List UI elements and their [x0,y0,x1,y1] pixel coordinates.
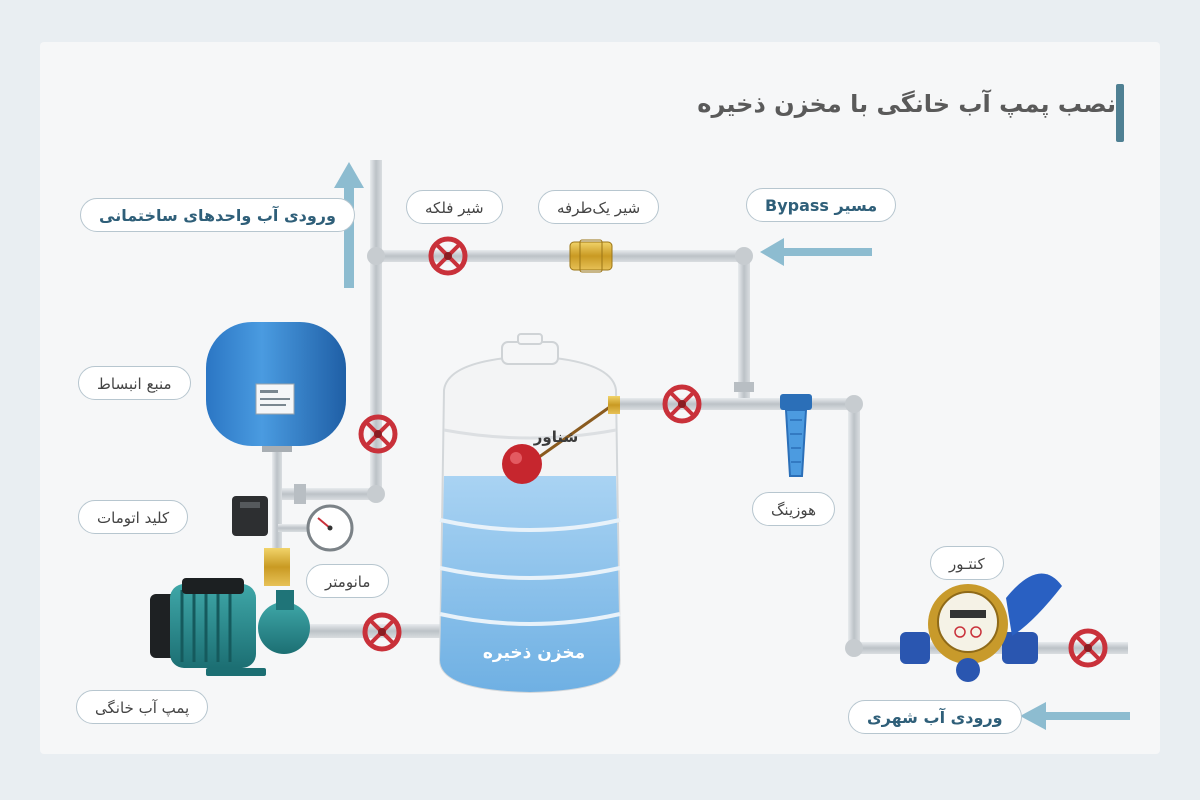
meter-label: کنتـور [930,546,1004,580]
bypass-label: مسیر Bypass [746,188,897,222]
water-meter-icon [900,573,1062,682]
globe-valve-label: شیر فلکه [406,190,503,224]
arrow-left-bypass [760,238,872,266]
housing-filter-icon [780,394,812,477]
pump-fitting [264,548,290,586]
float-icon [502,396,620,484]
home-pump-icon [150,578,310,676]
page-title: نصب پمپ آب خانگی با مخزن ذخیره [697,90,1116,118]
building-inlet-label: ورودی آب واحدهای ساختمانی [80,198,355,232]
pressure-switch-icon [232,496,268,536]
pressure-switch-label: کلید اتومات [78,500,189,534]
city-inlet-label: ورودی آب شهری [848,700,1022,734]
float-label: شناور [533,428,578,446]
home-pump-label: پمپ آب خانگی [76,690,209,724]
arrow-up-building [334,162,364,288]
manometer-icon [306,504,354,552]
arrow-left-city [1020,702,1130,730]
globe-valve-pump-line [362,612,402,652]
manometer-label: مانومتر [306,564,390,598]
check-valve-icon [569,239,613,273]
globe-valve-tank-inlet [662,384,702,424]
storage-tank-label: مخزن ذخیره [483,643,585,663]
globe-valve-top [428,236,468,276]
check-valve-label: شیر یک‌طرفه [538,190,660,224]
expansion-tank-label: منبع انبساط [78,366,191,400]
globe-valve-riser [358,414,398,454]
housing-label: هوزینگ [752,492,836,526]
title-accent-bar [1116,84,1124,142]
expansion-tank-icon [206,322,346,452]
storage-tank-icon [438,333,622,694]
globe-valve-city [1068,628,1108,668]
